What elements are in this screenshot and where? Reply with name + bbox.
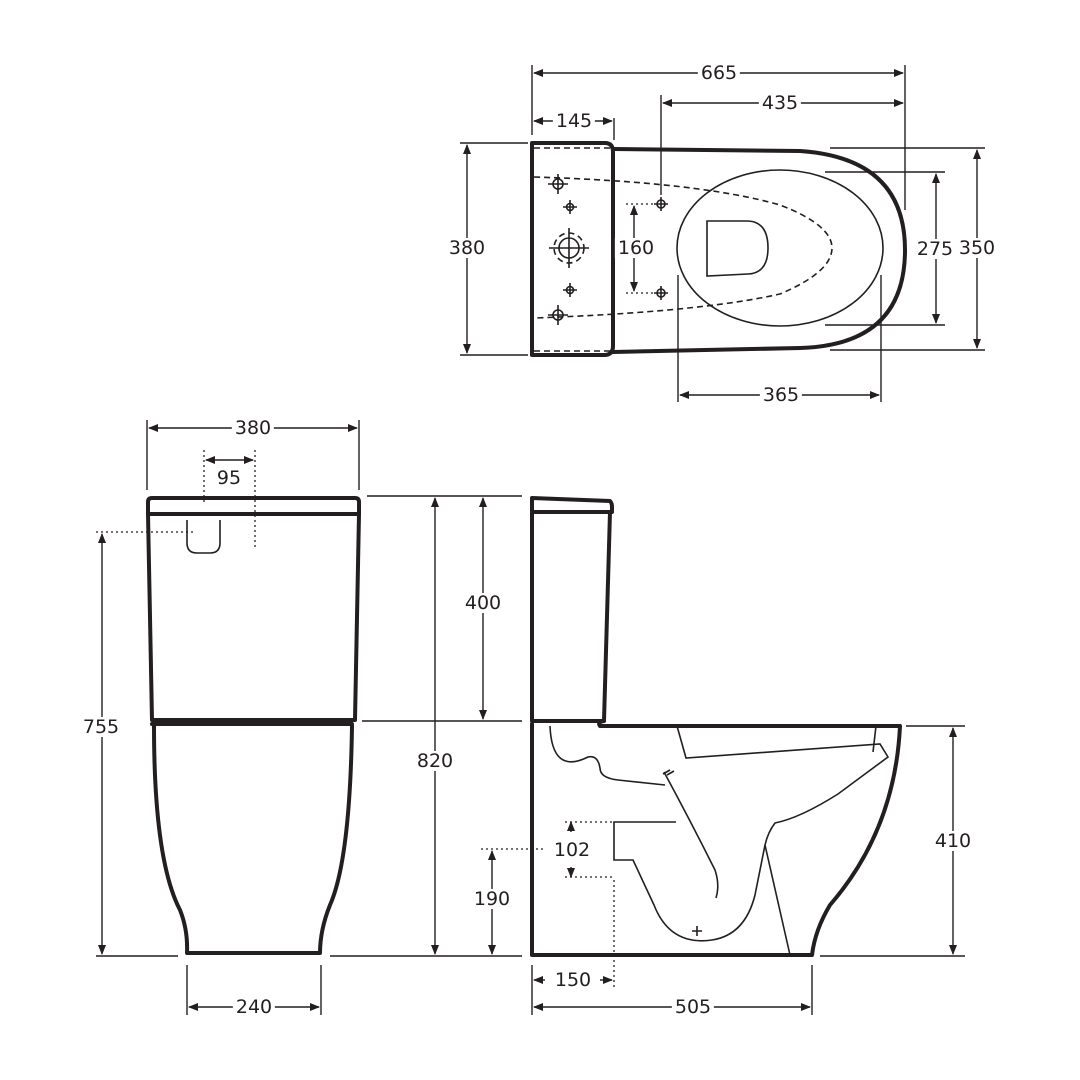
plan-bowl-opening — [706, 220, 769, 277]
plan-view — [460, 65, 985, 402]
side-view — [481, 496, 965, 1015]
plan-hidden-rim-line — [533, 176, 833, 319]
side-cistern-lid — [530, 496, 614, 514]
dim-front-button-height: 755 — [79, 717, 123, 737]
front-cistern-lid — [146, 496, 361, 516]
dim-plan-fixing-spacing: 160 — [614, 238, 658, 258]
dim-side-outlet-diameter: 102 — [550, 840, 594, 860]
plan-cistern-outline — [530, 141, 615, 357]
plan-seat-outline — [676, 169, 884, 327]
side-cistern-body — [530, 510, 612, 723]
dim-front-overall-height: 820 — [413, 751, 457, 771]
dim-plan-seat-opening-width: 275 — [913, 239, 957, 259]
dim-side-outlet-height: 190 — [470, 889, 514, 909]
dim-front-button-offset: 95 — [216, 467, 242, 489]
dim-plan-fixing-to-front: 435 — [758, 93, 802, 113]
dim-side-pan-length: 505 — [671, 997, 715, 1017]
side-pan-body — [530, 719, 902, 957]
front-view — [96, 420, 522, 1015]
front-pan-body — [152, 724, 354, 955]
dim-front-cistern-width: 380 — [231, 418, 275, 438]
dim-side-pan-height: 410 — [931, 831, 975, 851]
plan-fixing-marks — [548, 174, 668, 325]
dim-plan-cistern-width: 380 — [445, 238, 489, 258]
dim-side-outlet-setout: 150 — [551, 970, 595, 990]
flush-button — [186, 520, 221, 554]
plan-pan-outline — [611, 147, 907, 354]
front-dimension-lines — [96, 420, 522, 1015]
dim-front-base-width: 240 — [232, 997, 276, 1017]
dim-plan-cistern-depth: 145 — [552, 111, 596, 131]
dim-front-cistern-height: 400 — [461, 593, 505, 613]
front-cistern-body — [146, 512, 361, 722]
dim-plan-seat-length: 365 — [759, 385, 803, 405]
dim-plan-bowl-width: 350 — [955, 238, 999, 258]
dim-plan-overall-length: 665 — [697, 63, 741, 83]
side-trapway — [613, 725, 890, 942]
